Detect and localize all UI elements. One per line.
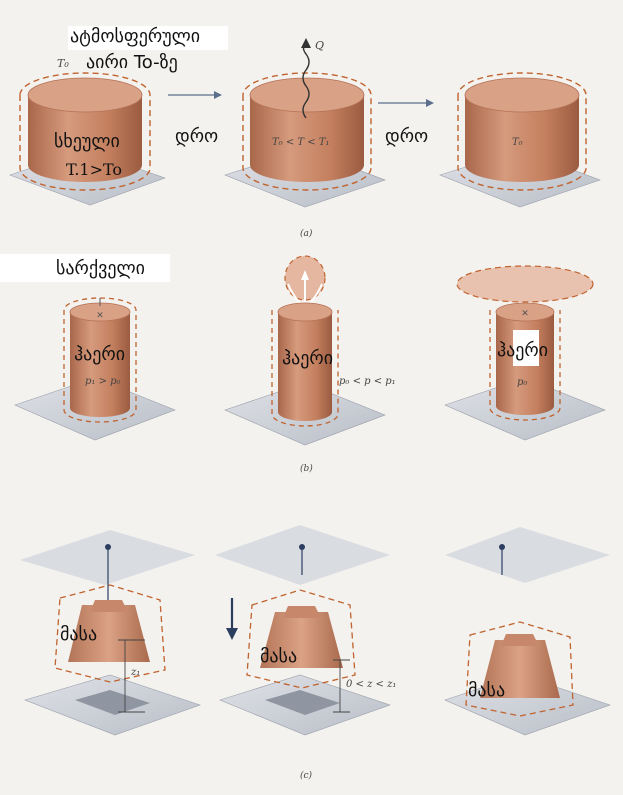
cylinder-b2	[272, 256, 338, 426]
mass-label-2: მასა	[260, 648, 297, 666]
mass-block-c2	[247, 590, 355, 688]
svg-text:✕: ✕	[521, 309, 529, 319]
left-pressure-formula: p₁ > p₀	[85, 377, 121, 387]
mass-label-3: მასა	[468, 682, 505, 700]
floor-c1	[25, 675, 200, 735]
time-label-1: დრო	[175, 128, 218, 146]
heat-symbol: Q	[315, 40, 324, 51]
right-pressure-formula: p₀	[517, 378, 527, 388]
svg-text:✕: ✕	[96, 311, 104, 321]
time-arrow-2	[378, 99, 434, 107]
cylinder-a3	[458, 73, 586, 190]
time-arrow-1	[168, 91, 222, 99]
caption-c: (c)	[300, 772, 312, 781]
body-temperature: T.1>To	[66, 162, 122, 178]
t0-symbol: T₀	[57, 58, 69, 69]
cylinder-a2	[243, 38, 371, 190]
gas-label-1: ჰაერი	[74, 346, 125, 364]
air-label: აირი To-ზე	[86, 54, 178, 72]
middle-pressure-formula: p₀ < p < p₁	[339, 377, 396, 387]
right-temp-formula: T₀	[512, 138, 523, 148]
time-label-2: დრო	[385, 128, 428, 146]
body-label: სხეული	[54, 133, 120, 151]
down-arrow	[226, 598, 238, 640]
gas-label-2: ჰაერი	[282, 350, 333, 368]
z1-symbol: z₁	[131, 668, 140, 678]
caption-a: (a)	[300, 230, 312, 239]
ceiling-c3	[445, 527, 610, 583]
atmosphere-label: ატმოსფერული	[70, 28, 200, 46]
caption-b: (b)	[300, 465, 313, 474]
z-range-formula: 0 < z < z₁	[346, 680, 396, 690]
valve-label: სარქველი	[56, 260, 145, 278]
middle-temp-formula: T₀ < T < T₁	[272, 138, 330, 148]
mass-label-1: მასა	[60, 626, 97, 644]
gas-label-3: ჰაერი	[497, 342, 548, 360]
